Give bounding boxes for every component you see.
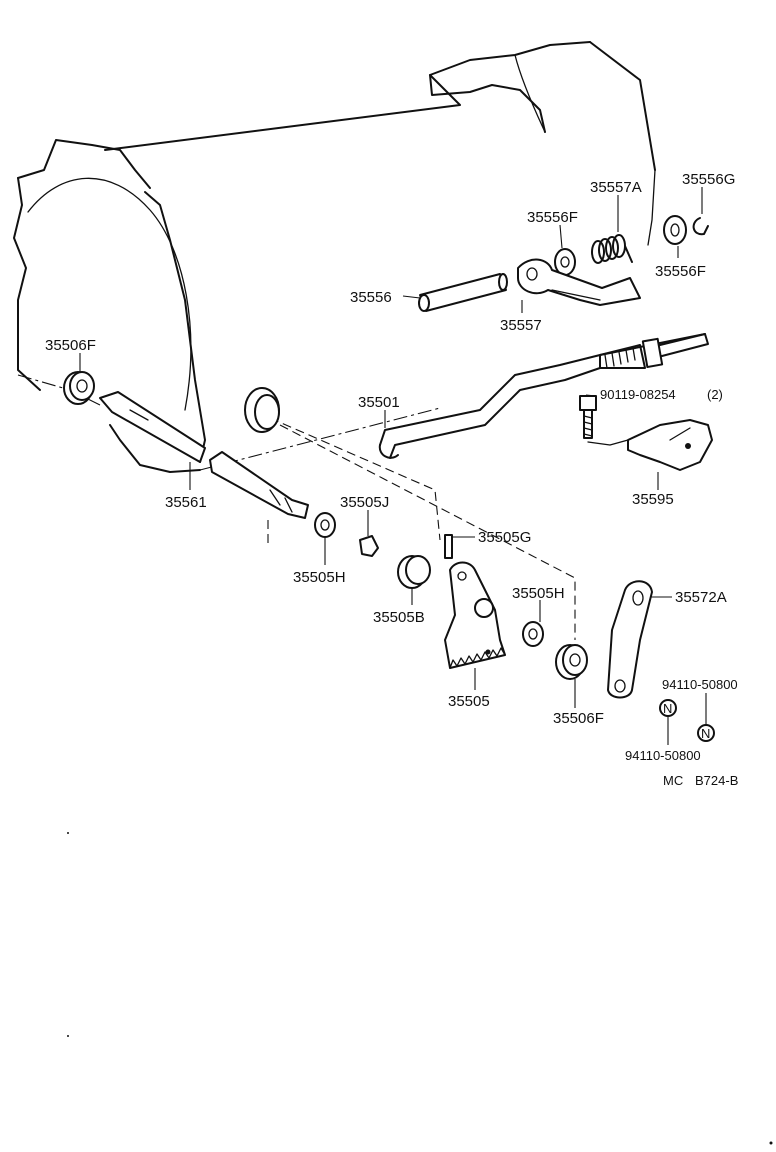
label-35505H-right: 35505H <box>512 585 565 602</box>
nut-mark-right: N <box>701 726 710 741</box>
label-35556: 35556 <box>350 289 392 306</box>
centerline-lever <box>199 407 441 471</box>
label-35505H-left: 35505H <box>293 569 346 586</box>
arm-35557 <box>517 258 641 306</box>
washer-35505H-right <box>522 621 544 647</box>
sector-35505 <box>444 561 506 669</box>
part-labels: 35557A 35556G 35556F 35556F 35556 35557 … <box>45 171 738 763</box>
label-35556F-top: 35556F <box>527 209 578 226</box>
footer-code-figure: B724-B <box>695 773 738 788</box>
washer-35505H-left <box>314 512 336 538</box>
label-35505J: 35505J <box>340 494 389 511</box>
oil-seal-35506F-bottom <box>555 644 588 680</box>
transmission-case <box>13 41 656 473</box>
label-90119-qty: (2) <box>707 387 723 402</box>
pin-35556 <box>418 273 508 312</box>
speck <box>67 1035 69 1037</box>
bolt-90119 <box>579 395 597 439</box>
assembly-line-1 <box>269 417 441 541</box>
oil-seal-35506F-left <box>63 371 95 405</box>
label-35505: 35505 <box>448 693 490 710</box>
rod-35501 <box>378 333 709 459</box>
shaft-35561 <box>99 391 309 519</box>
label-35572A: 35572A <box>675 589 727 606</box>
lever-35572A <box>607 580 653 699</box>
footer-code-mc: MC <box>663 773 683 788</box>
label-35556F-right: 35556F <box>655 263 706 280</box>
label-35501: 35501 <box>358 394 400 411</box>
nut-mark-left: N <box>663 701 672 716</box>
label-35506F-left: 35506F <box>45 337 96 354</box>
label-94110-right: 94110-50800 <box>662 677 738 692</box>
detent-spring-35595 <box>587 419 713 471</box>
label-35557A: 35557A <box>590 179 642 196</box>
speck <box>67 832 69 834</box>
label-35505G: 35505G <box>478 529 531 546</box>
label-35595: 35595 <box>632 491 674 508</box>
label-90119: 90119-08254 <box>600 387 676 402</box>
label-35556G: 35556G <box>682 171 735 188</box>
speck <box>769 1141 773 1145</box>
leader-lines <box>79 187 707 745</box>
clip-35556G <box>692 217 709 236</box>
label-35561: 35561 <box>165 494 207 511</box>
clip-35505J <box>359 535 379 557</box>
bushing-35505B <box>397 555 431 589</box>
label-35506F-bottom: 35506F <box>553 710 604 727</box>
pin-35505G <box>444 534 453 559</box>
label-35557: 35557 <box>500 317 542 334</box>
label-35505B: 35505B <box>373 609 425 626</box>
spring-35557A <box>591 234 633 264</box>
washer-35556F-right <box>663 215 687 245</box>
label-94110-left: 94110-50800 <box>625 748 701 763</box>
seal-ring <box>244 387 280 433</box>
